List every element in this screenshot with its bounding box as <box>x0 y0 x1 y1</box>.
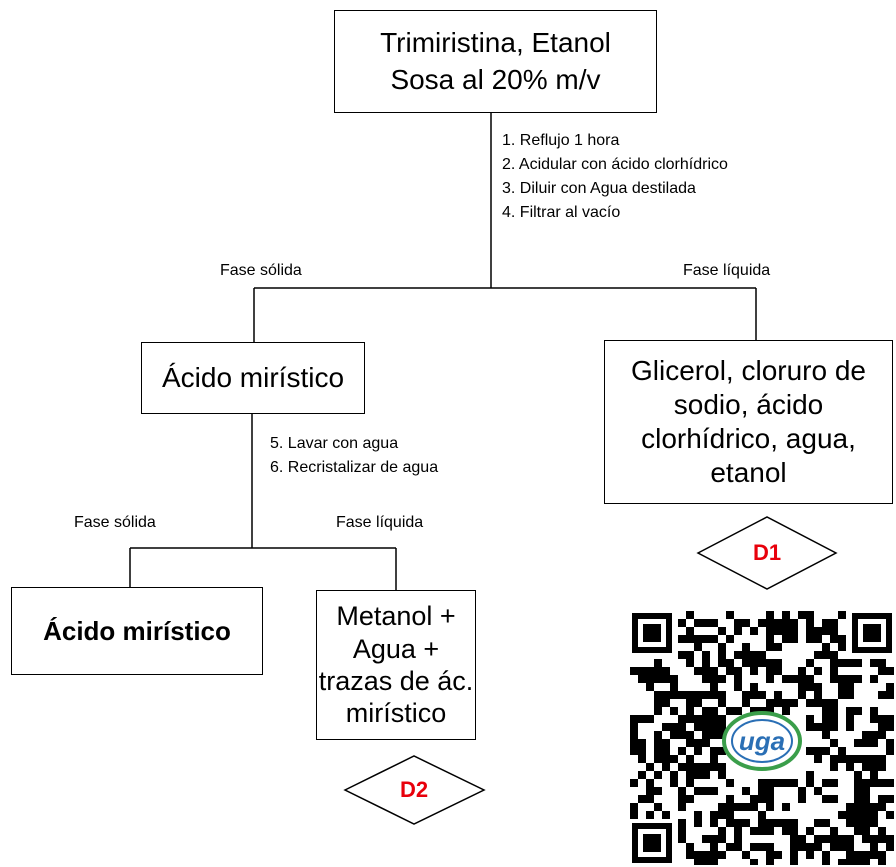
filtrate-line4: mirístico <box>345 698 447 729</box>
diamond-d1-label: D1 <box>752 540 782 565</box>
liquid-phase-line3: clorhídrico, agua, <box>641 423 856 454</box>
branch2-liquid-label: Fase líquida <box>336 514 424 531</box>
step-5: 5. Lavar con agua <box>270 435 399 452</box>
liquid-phase-line1: Glicerol, cloruro de <box>631 354 866 386</box>
branch1-liquid-label: Fase líquida <box>683 262 771 279</box>
branch2-solid-label: Fase sólida <box>74 514 156 531</box>
liquid-phase-line4: etanol <box>710 457 787 489</box>
filtrate-line1: Metanol + <box>336 601 456 632</box>
step-4: 4. Filtrar al vacío <box>502 204 621 221</box>
uga-logo-text: uga <box>739 726 785 756</box>
qr-finder-bottom-left <box>632 823 672 863</box>
steps-list-2: 5. Lavar con agua 6. Recristalizar de ag… <box>270 432 438 480</box>
qr-code[interactable]: uga <box>630 611 894 865</box>
qr-finder-top-left <box>632 613 672 653</box>
qr-finder-top-right <box>852 613 892 653</box>
liquid-phase-line2: sodio, ácido <box>673 388 824 420</box>
step-3: 3. Diluir con Agua destilada <box>502 180 696 197</box>
product-text: Ácido mirístico <box>43 615 231 646</box>
liquid-phase-box: Glicerol, cloruro de sodio, ácido clorhí… <box>604 340 893 504</box>
step-6: 6. Recristalizar de agua <box>270 459 439 476</box>
uga-logo-icon: uga <box>722 711 802 771</box>
branch1-solid-label: Fase sólida <box>220 262 302 279</box>
myristic-acid-box: Ácido mirístico <box>141 342 365 414</box>
step-2: 2. Acidular con ácido clorhídrico <box>502 156 728 173</box>
reactants-box: Trimiristina, Etanol Sosa al 20% m/v <box>334 10 657 113</box>
reactants-line2: Sosa al 20% m/v <box>390 63 601 95</box>
filtrate-line2: Agua + <box>352 633 440 664</box>
steps-list-1: 1. Reflujo 1 hora 2. Acidular con ácido … <box>502 129 728 225</box>
reactants-line1: Trimiristina, Etanol <box>380 27 611 59</box>
product-box: Ácido mirístico <box>11 587 263 675</box>
step-1: 1. Reflujo 1 hora <box>502 132 620 149</box>
diamond-d2 <box>343 755 486 825</box>
diamond-d1 <box>696 516 838 590</box>
filtrate-box: Metanol + Agua + trazas de ác. mirístico <box>316 590 476 740</box>
myristic-acid-text: Ácido mirístico <box>161 361 345 393</box>
filtrate-line3: trazas de ác. <box>318 666 474 696</box>
diamond-d2-label: D2 <box>399 777 429 802</box>
